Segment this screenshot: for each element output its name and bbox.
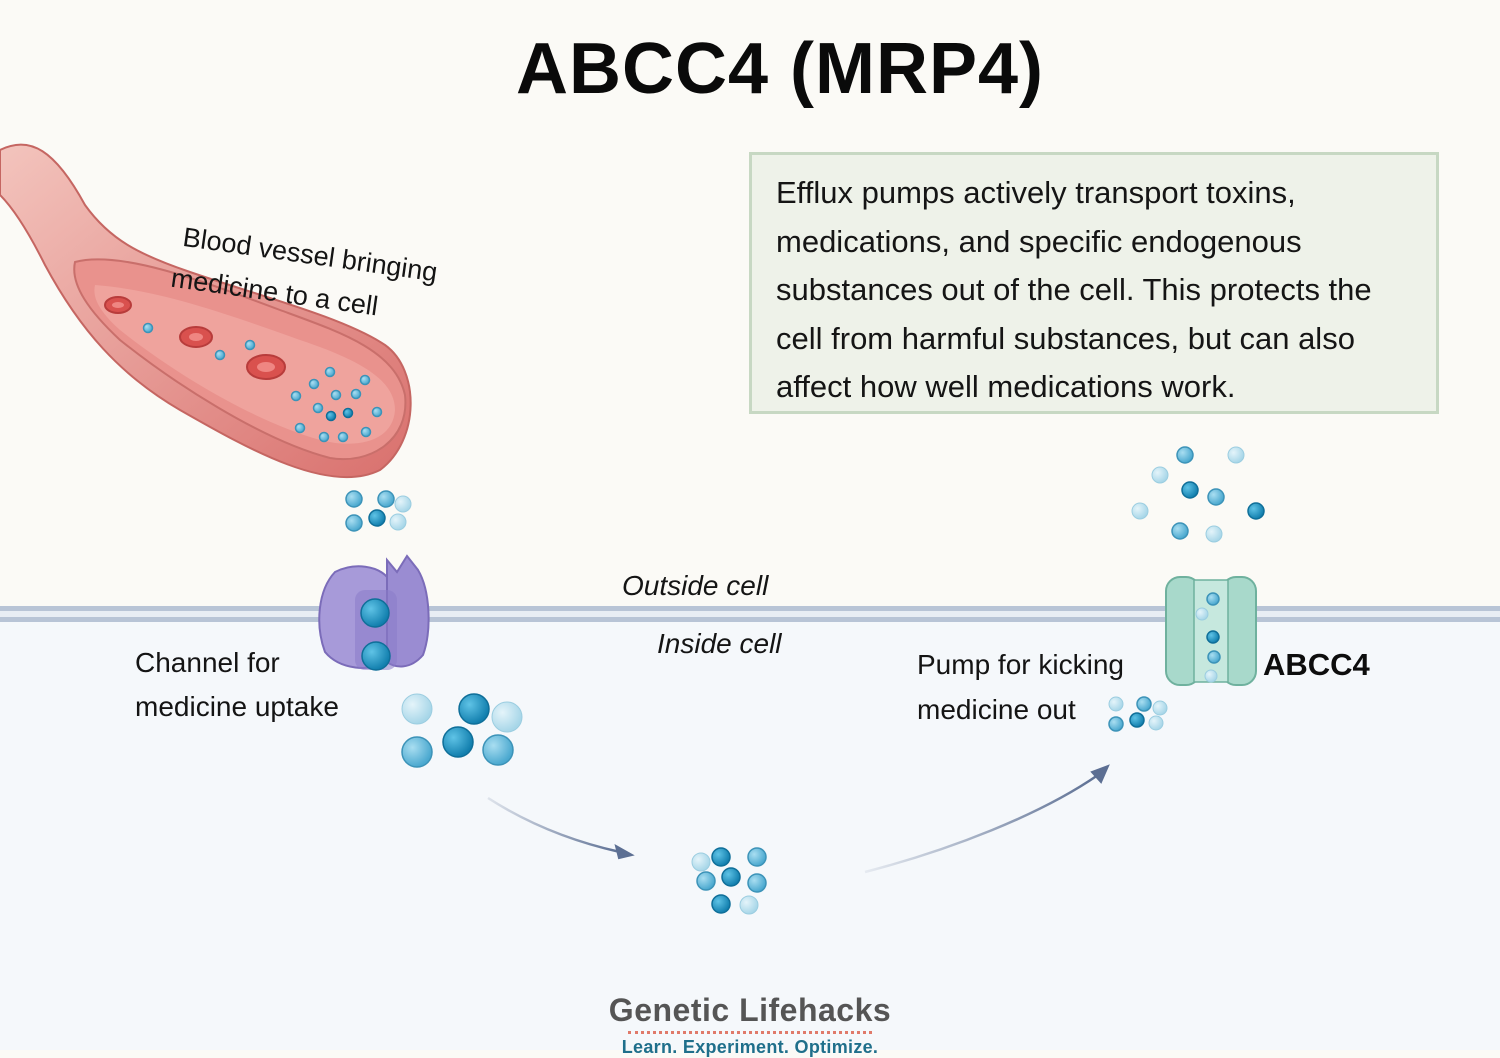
medicine-molecule: [1108, 696, 1124, 712]
medicine-molecule: [325, 410, 337, 422]
info-line: substances out of the cell. This protect…: [776, 272, 1372, 307]
efflux-info-box: Efflux pumps actively transport toxins, …: [749, 152, 1439, 414]
medicine-molecule: [318, 431, 330, 443]
medicine-molecule: [1148, 715, 1164, 731]
medicine-molecule: [1206, 592, 1220, 606]
medicine-molecule: [696, 871, 716, 891]
medicine-molecule: [290, 390, 302, 402]
outside-cell-label: Outside cell: [622, 570, 769, 601]
medicine-molecule: [294, 422, 306, 434]
info-line: cell from harmful substances, but can al…: [776, 320, 1355, 356]
vessel-medicine-molecules: [142, 322, 383, 443]
medicine-molecule: [1131, 502, 1149, 520]
medicine-molecule: [371, 406, 383, 418]
medicine-molecule: [1207, 650, 1221, 664]
medicine-molecule: [244, 339, 256, 351]
medicine-molecule: [1151, 466, 1169, 484]
medicine-molecule: [1129, 712, 1145, 728]
medicine-molecule: [401, 693, 433, 725]
pump-label-line: medicine out: [917, 694, 1076, 725]
page-title: ABCC4 (MRP4): [515, 29, 1045, 109]
medicine-molecule: [1227, 446, 1245, 464]
medicine-molecule: [308, 378, 320, 390]
medicine-molecule: [1207, 488, 1225, 506]
medicine-molecule: [312, 402, 324, 414]
medicine-molecule: [361, 641, 391, 671]
medicine-molecule: [1108, 716, 1124, 732]
medicine-molecule: [1152, 700, 1168, 716]
medicine-molecule: [1136, 696, 1152, 712]
medicine-molecule: [142, 322, 154, 334]
pump-medicine-molecules: [1195, 592, 1221, 683]
medicine-molecule: [368, 509, 386, 527]
medicine-molecule: [345, 490, 363, 508]
medicine-molecule: [1195, 607, 1209, 621]
medicine-molecule: [1176, 446, 1194, 464]
brand-name: Genetic Lifehacks: [608, 992, 892, 1028]
medicine-molecule: [324, 366, 336, 378]
medicine-molecule: [1204, 669, 1218, 683]
medicine-molecule: [1247, 502, 1265, 520]
medicine-molecule-clusters: [345, 446, 1265, 915]
pump-label: Pump for kicking medicine out: [917, 642, 1124, 732]
medicine-molecule: [337, 431, 349, 443]
medicine-molecule: [359, 374, 371, 386]
info-line: Efflux pumps actively transport toxins,: [776, 175, 1296, 210]
medicine-molecule: [1206, 630, 1220, 644]
medicine-molecule: [1171, 522, 1189, 540]
flow-arrow-to-pump: [864, 764, 1110, 874]
medicine-molecule: [739, 895, 759, 915]
medicine-molecule: [491, 701, 523, 733]
medicine-molecule: [401, 736, 433, 768]
medicine-molecule: [458, 693, 490, 725]
info-line: medications, and specific endogenous: [776, 223, 1302, 259]
medicine-molecule: [482, 734, 514, 766]
medicine-molecule: [360, 426, 372, 438]
medicine-molecule: [747, 873, 767, 893]
cell-membrane: [0, 606, 1500, 622]
medicine-molecule: [342, 407, 354, 419]
info-line: affect how well medications work.: [776, 369, 1236, 404]
channel-medicine-molecules: [360, 598, 391, 671]
brand-tagline: Learn. Experiment. Optimize.: [621, 1037, 879, 1057]
inside-cell-label: Inside cell: [657, 628, 782, 659]
brand-logo: Genetic Lifehacks Learn. Experiment. Opt…: [600, 992, 900, 1058]
medicine-molecule: [330, 389, 342, 401]
medicine-molecule: [360, 598, 390, 628]
channel-label-line: medicine uptake: [135, 691, 339, 722]
medicine-molecule: [711, 847, 731, 867]
medicine-molecule: [377, 490, 395, 508]
medicine-molecule: [389, 513, 407, 531]
medicine-molecule: [214, 349, 226, 361]
medicine-molecule: [442, 726, 474, 758]
medicine-molecule: [721, 867, 741, 887]
medicine-molecule: [345, 514, 363, 532]
medicine-molecule: [691, 852, 711, 872]
abcc4-protein-label: ABCC4: [1263, 647, 1370, 682]
pump-label-line: Pump for kicking: [917, 649, 1124, 680]
medicine-molecule: [1205, 525, 1223, 543]
medicine-molecule: [711, 894, 731, 914]
flow-arrow-to-center: [487, 796, 635, 860]
medicine-molecule: [747, 847, 767, 867]
medicine-molecule: [394, 495, 412, 513]
channel-label: Channel for medicine uptake: [135, 641, 339, 729]
medicine-molecule: [1181, 481, 1199, 499]
brand-divider: [628, 1031, 872, 1034]
channel-label-line: Channel for: [135, 647, 280, 678]
inside-cell-region: [0, 620, 1500, 1050]
medicine-molecule: [350, 388, 362, 400]
